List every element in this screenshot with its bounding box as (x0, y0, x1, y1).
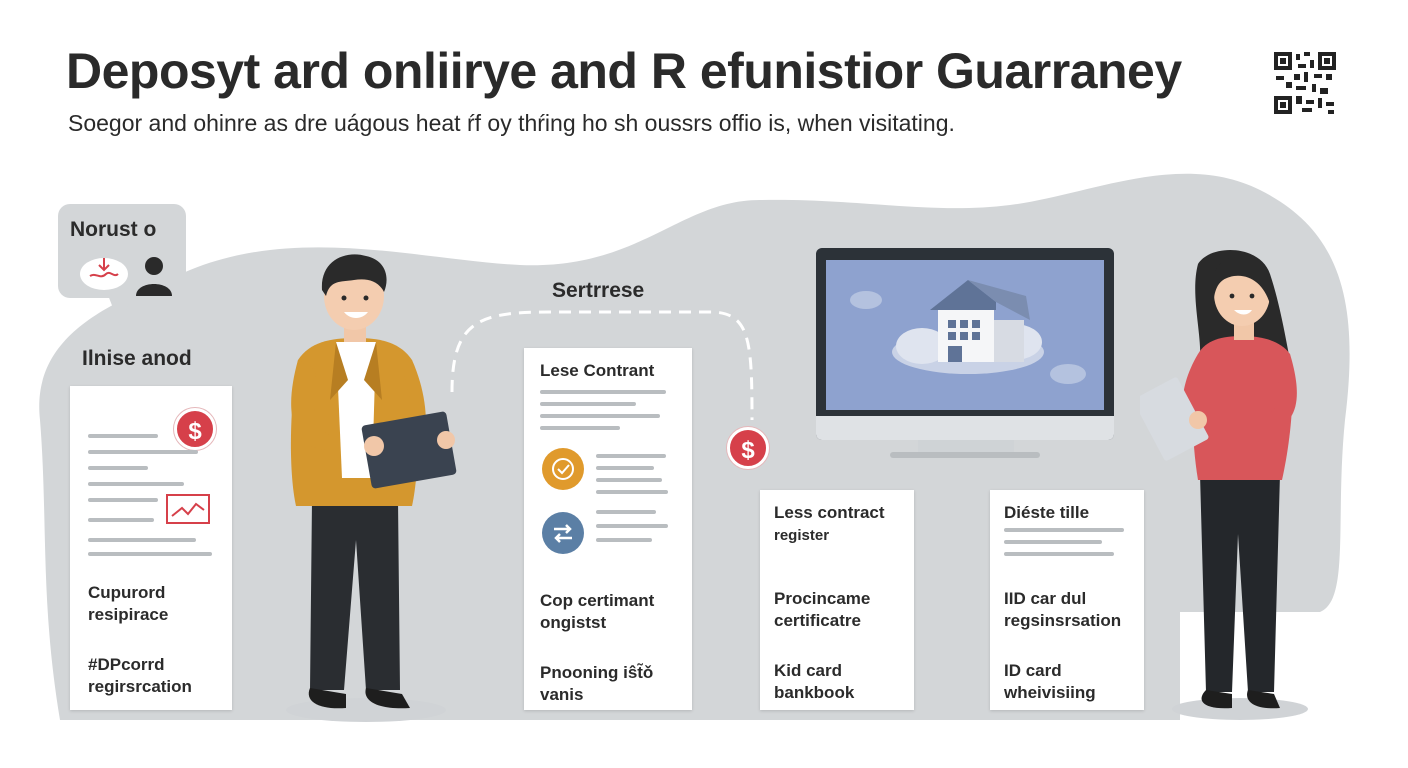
trend-chart-icon (166, 494, 210, 524)
exchange-icon (542, 512, 584, 554)
text-line (88, 498, 158, 502)
text-line (1004, 540, 1102, 544)
text-line (540, 402, 636, 406)
monitor-foot (890, 452, 1040, 458)
floor-shadow (286, 698, 446, 722)
text-line (1004, 528, 1124, 532)
text-line (596, 454, 666, 458)
speech-bubble: Norust o (58, 204, 186, 298)
card-3-item-2: Kid card bankbook (774, 661, 855, 702)
card-2-item-1: Cop certimant ongistst (540, 591, 655, 632)
text-line (88, 518, 154, 522)
document-card-1[interactable]: $ Cupurord resipirace #DPcorrd regirsrca… (70, 386, 232, 710)
card-2-title: Lese Contrant (540, 361, 655, 380)
monitor-stand (918, 440, 1014, 454)
text-line (88, 552, 212, 556)
card-3-item-1: Procincame certificatre (774, 589, 871, 630)
man-with-tablet-illustration (290, 254, 457, 709)
card-4-base (986, 708, 1148, 720)
card-1-base (64, 708, 236, 720)
stamp-icon (542, 448, 584, 490)
text-line (596, 478, 662, 482)
qr-code-icon[interactable] (1274, 52, 1336, 114)
card-4-title: Diéste tille (1004, 503, 1090, 522)
center-section-label: Sertrrese (552, 279, 645, 302)
dashed-connector (450, 310, 754, 421)
text-line (596, 466, 654, 470)
card-3-title: Less contract (774, 503, 885, 522)
text-line (88, 434, 158, 438)
computer-monitor (816, 248, 1114, 440)
woman-with-tablet-illustration (1140, 250, 1297, 709)
card-4-item-2: ID card wheivisiing (1004, 661, 1096, 702)
text-line (88, 450, 198, 454)
monitor-screen (826, 260, 1104, 410)
text-line (540, 426, 620, 430)
text-line (88, 466, 148, 470)
text-line (596, 490, 668, 494)
card-1-item-2: #DPcorrd regirsrcation (88, 655, 192, 696)
bubble-tail (106, 290, 134, 326)
connector-dollar-icon: $ (727, 427, 769, 469)
bubble-title: Norust o (70, 218, 157, 241)
monitor-bezel (816, 416, 1114, 440)
page-subtitle: Soegor and ohinre as dre uágous heat ŕf … (68, 110, 955, 136)
document-card-3[interactable]: Less contract register Procincame certif… (760, 490, 914, 710)
text-line (596, 510, 656, 514)
card-3-subtitle: register (774, 527, 830, 544)
card-3-base (756, 708, 918, 720)
card-2-item-2: Pnooning iŝt̃ǒ vanis (540, 663, 654, 704)
text-line (88, 482, 184, 486)
card-4-item-1: IID car dul regsinsrsation (1004, 589, 1122, 630)
text-line (88, 538, 196, 542)
card-2-base (518, 708, 696, 720)
page-title: Deposyt ard onliirye and R efunistior Gu… (66, 43, 1182, 99)
text-line (1004, 552, 1114, 556)
text-line (540, 390, 666, 394)
alert-person-icon (80, 257, 172, 296)
house-cloud-icon (850, 280, 1086, 384)
document-card-2[interactable]: Lese Contrant Cop certimant ongistst Pno… (524, 348, 692, 710)
text-line (596, 524, 668, 528)
document-card-4[interactable]: Diéste tille IID car dul regsinsrsation … (990, 490, 1144, 710)
card-1-item-1: Cupurord resipirace (88, 583, 169, 624)
dollar-icon: $ (174, 408, 216, 450)
text-line (596, 538, 652, 542)
text-line (540, 414, 660, 418)
left-section-label: Ilnise anod (82, 347, 192, 370)
